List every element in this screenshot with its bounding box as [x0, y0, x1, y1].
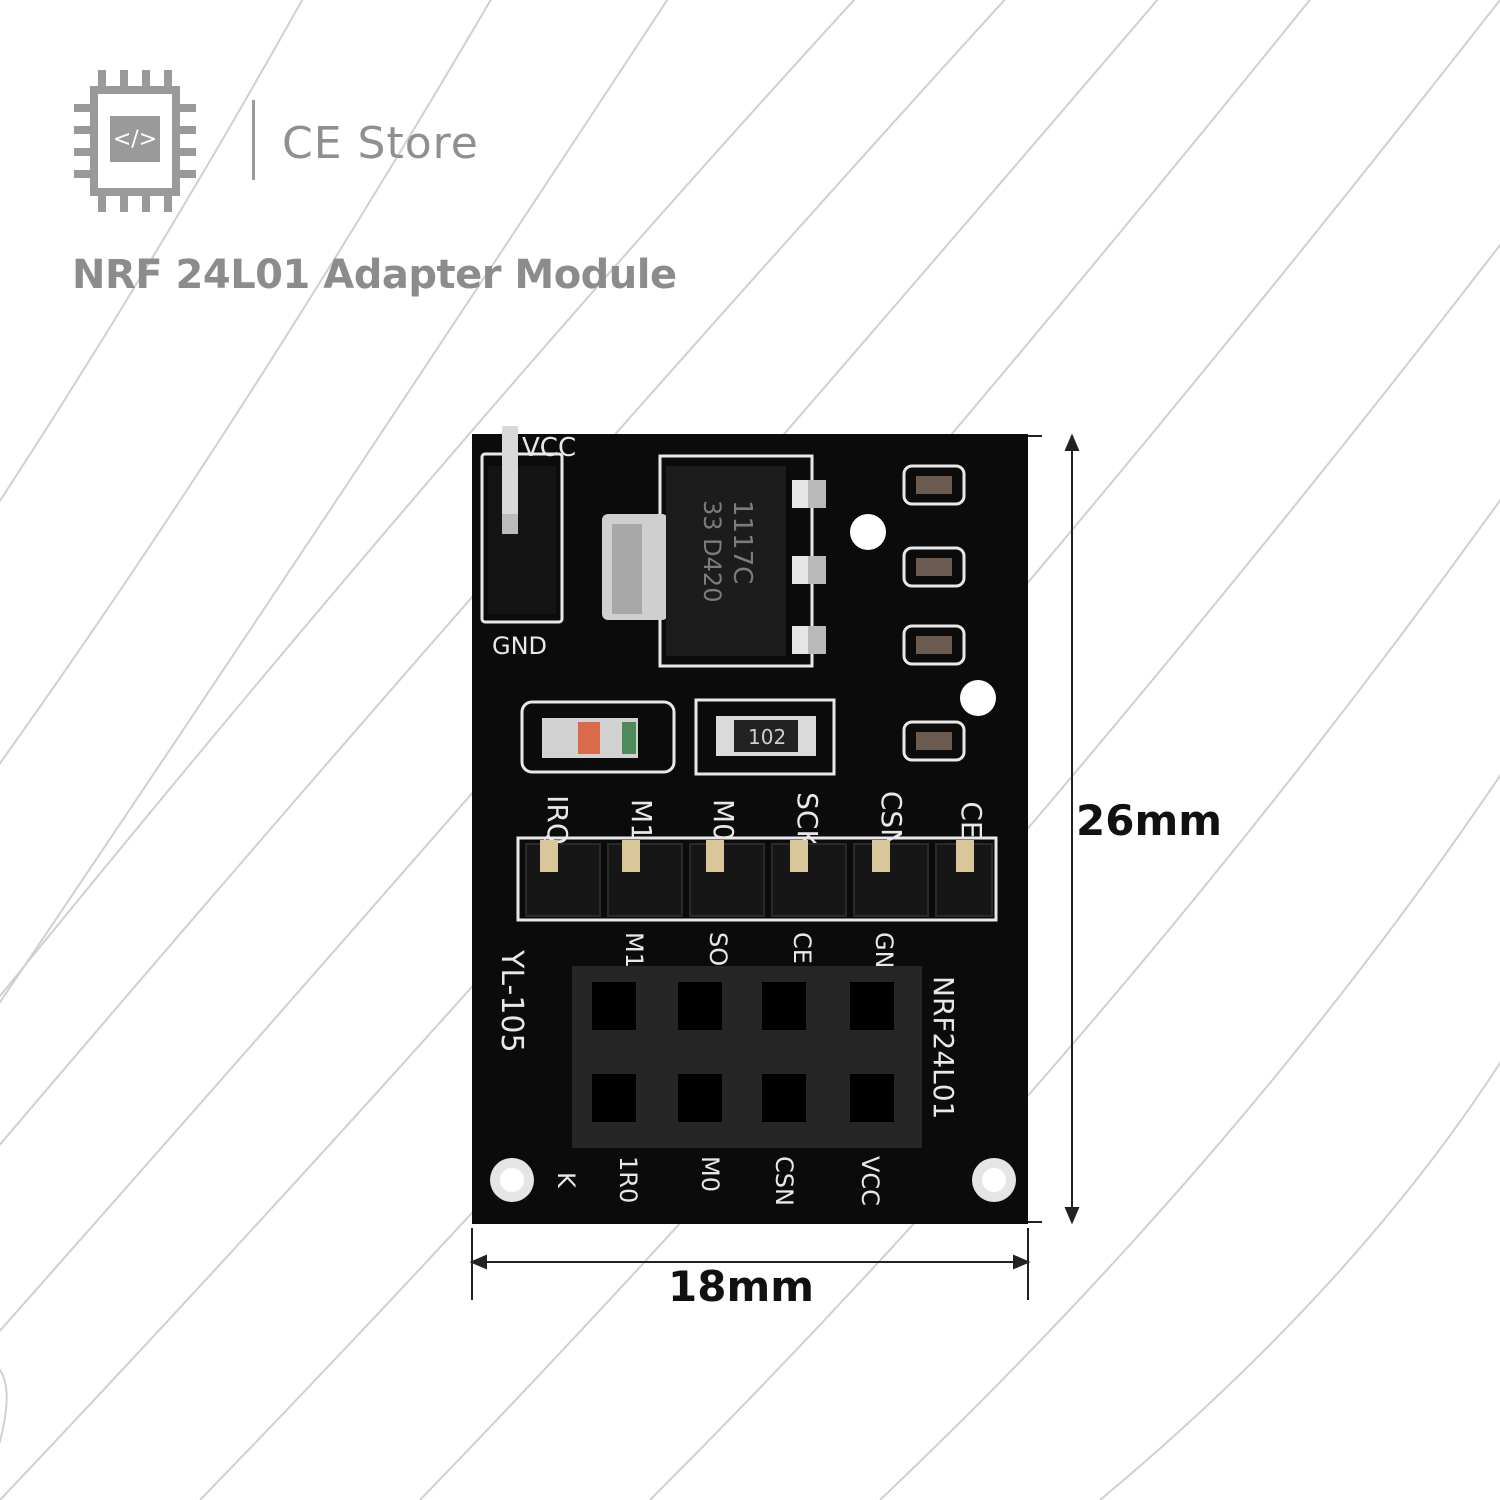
socket-label: VCC [856, 1156, 884, 1206]
width-dimension: 18mm [668, 1262, 814, 1311]
pin-label-vcc: VCC [522, 433, 576, 463]
regulator-marking-1: 1117C [727, 500, 757, 584]
socket-top-labels: M1 SO CE GN [620, 932, 898, 969]
brand-logo: </> CE Store [70, 68, 530, 218]
module-label: NRF24L01 [927, 976, 960, 1119]
socket-label: GN [870, 932, 898, 969]
logo-glyph: </> [113, 127, 157, 152]
mount-hole [850, 514, 886, 550]
socket-label: CSN [770, 1156, 798, 1206]
socket-label: CE [788, 932, 816, 964]
smd-resistor: 102 [694, 698, 836, 776]
brand-name: CE Store [282, 118, 479, 169]
height-dimension: 26mm [1076, 796, 1222, 845]
socket-label: 1R0 [614, 1156, 642, 1203]
smd-capacitors [902, 464, 966, 762]
mount-hole [982, 1168, 1006, 1192]
pin-label: CE [955, 801, 988, 838]
power-header: VCC GND [480, 426, 576, 660]
six-pin-header [516, 836, 998, 922]
resistor-marking: 102 [748, 725, 786, 749]
nrf-socket: NRF24L01 [572, 966, 960, 1148]
model-label: YL-105 [494, 949, 529, 1053]
header-pin-labels: IRQ M1 M0 SCK CSN CE [541, 791, 988, 849]
mount-hole [500, 1168, 524, 1192]
pin-label: M0 [707, 799, 740, 841]
socket-label: SO [704, 932, 732, 966]
socket-label: M0 [696, 1156, 724, 1192]
pin-label-gnd: GND [492, 632, 547, 660]
chip-code-icon: </> [74, 70, 196, 212]
corner-mark: K [552, 1172, 580, 1189]
voltage-regulator: 1117C 33 D420 [602, 454, 826, 668]
mount-hole [960, 680, 996, 716]
socket-bottom-labels: 1R0 M0 CSN VCC [614, 1156, 884, 1206]
socket-label: M1 [620, 932, 648, 968]
pin-label: M1 [625, 799, 658, 841]
pcb-board: VCC GND 1117C 33 D420 [472, 426, 1042, 1224]
status-led [520, 700, 676, 774]
regulator-marking-2: 33 D420 [698, 500, 726, 602]
dimension-lines [1022, 435, 1042, 1223]
brand-divider [252, 100, 255, 180]
product-title: NRF 24L01 Adapter Module [72, 252, 677, 298]
